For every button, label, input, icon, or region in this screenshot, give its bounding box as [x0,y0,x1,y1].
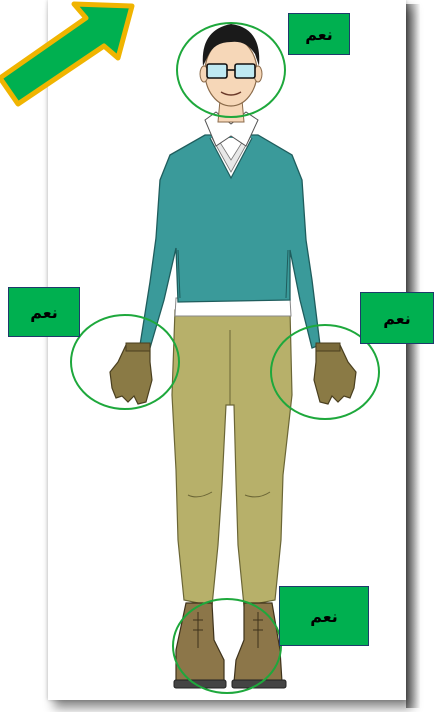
head-label: نعم [288,13,350,55]
left-hand-highlight-circle [70,314,180,410]
left-hand-label: نعم [8,287,80,337]
arrow-icon [0,4,132,104]
head-highlight-circle [176,22,286,118]
feet-label: نعم [279,586,369,646]
right-hand-label: نعم [360,292,434,344]
feet-highlight-circle [172,598,282,694]
